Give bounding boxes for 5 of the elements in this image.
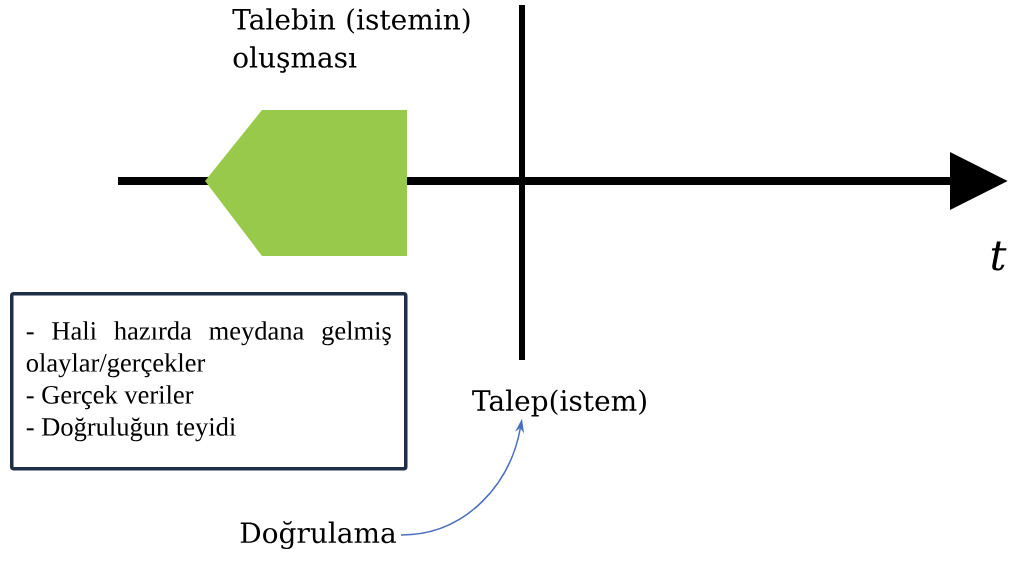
text-box: - Hali hazırda meydana gelmiş olaylar/gerçekler - Gerçek veriler - Doğruluğun teyidi <box>10 292 408 471</box>
axis-label: t <box>991 241 1007 271</box>
callout-text: Doğrulama <box>240 520 396 550</box>
event-label: Talebin (istemin) oluşması <box>205 8 470 256</box>
marker-label: Talep(istem) <box>472 389 646 417</box>
